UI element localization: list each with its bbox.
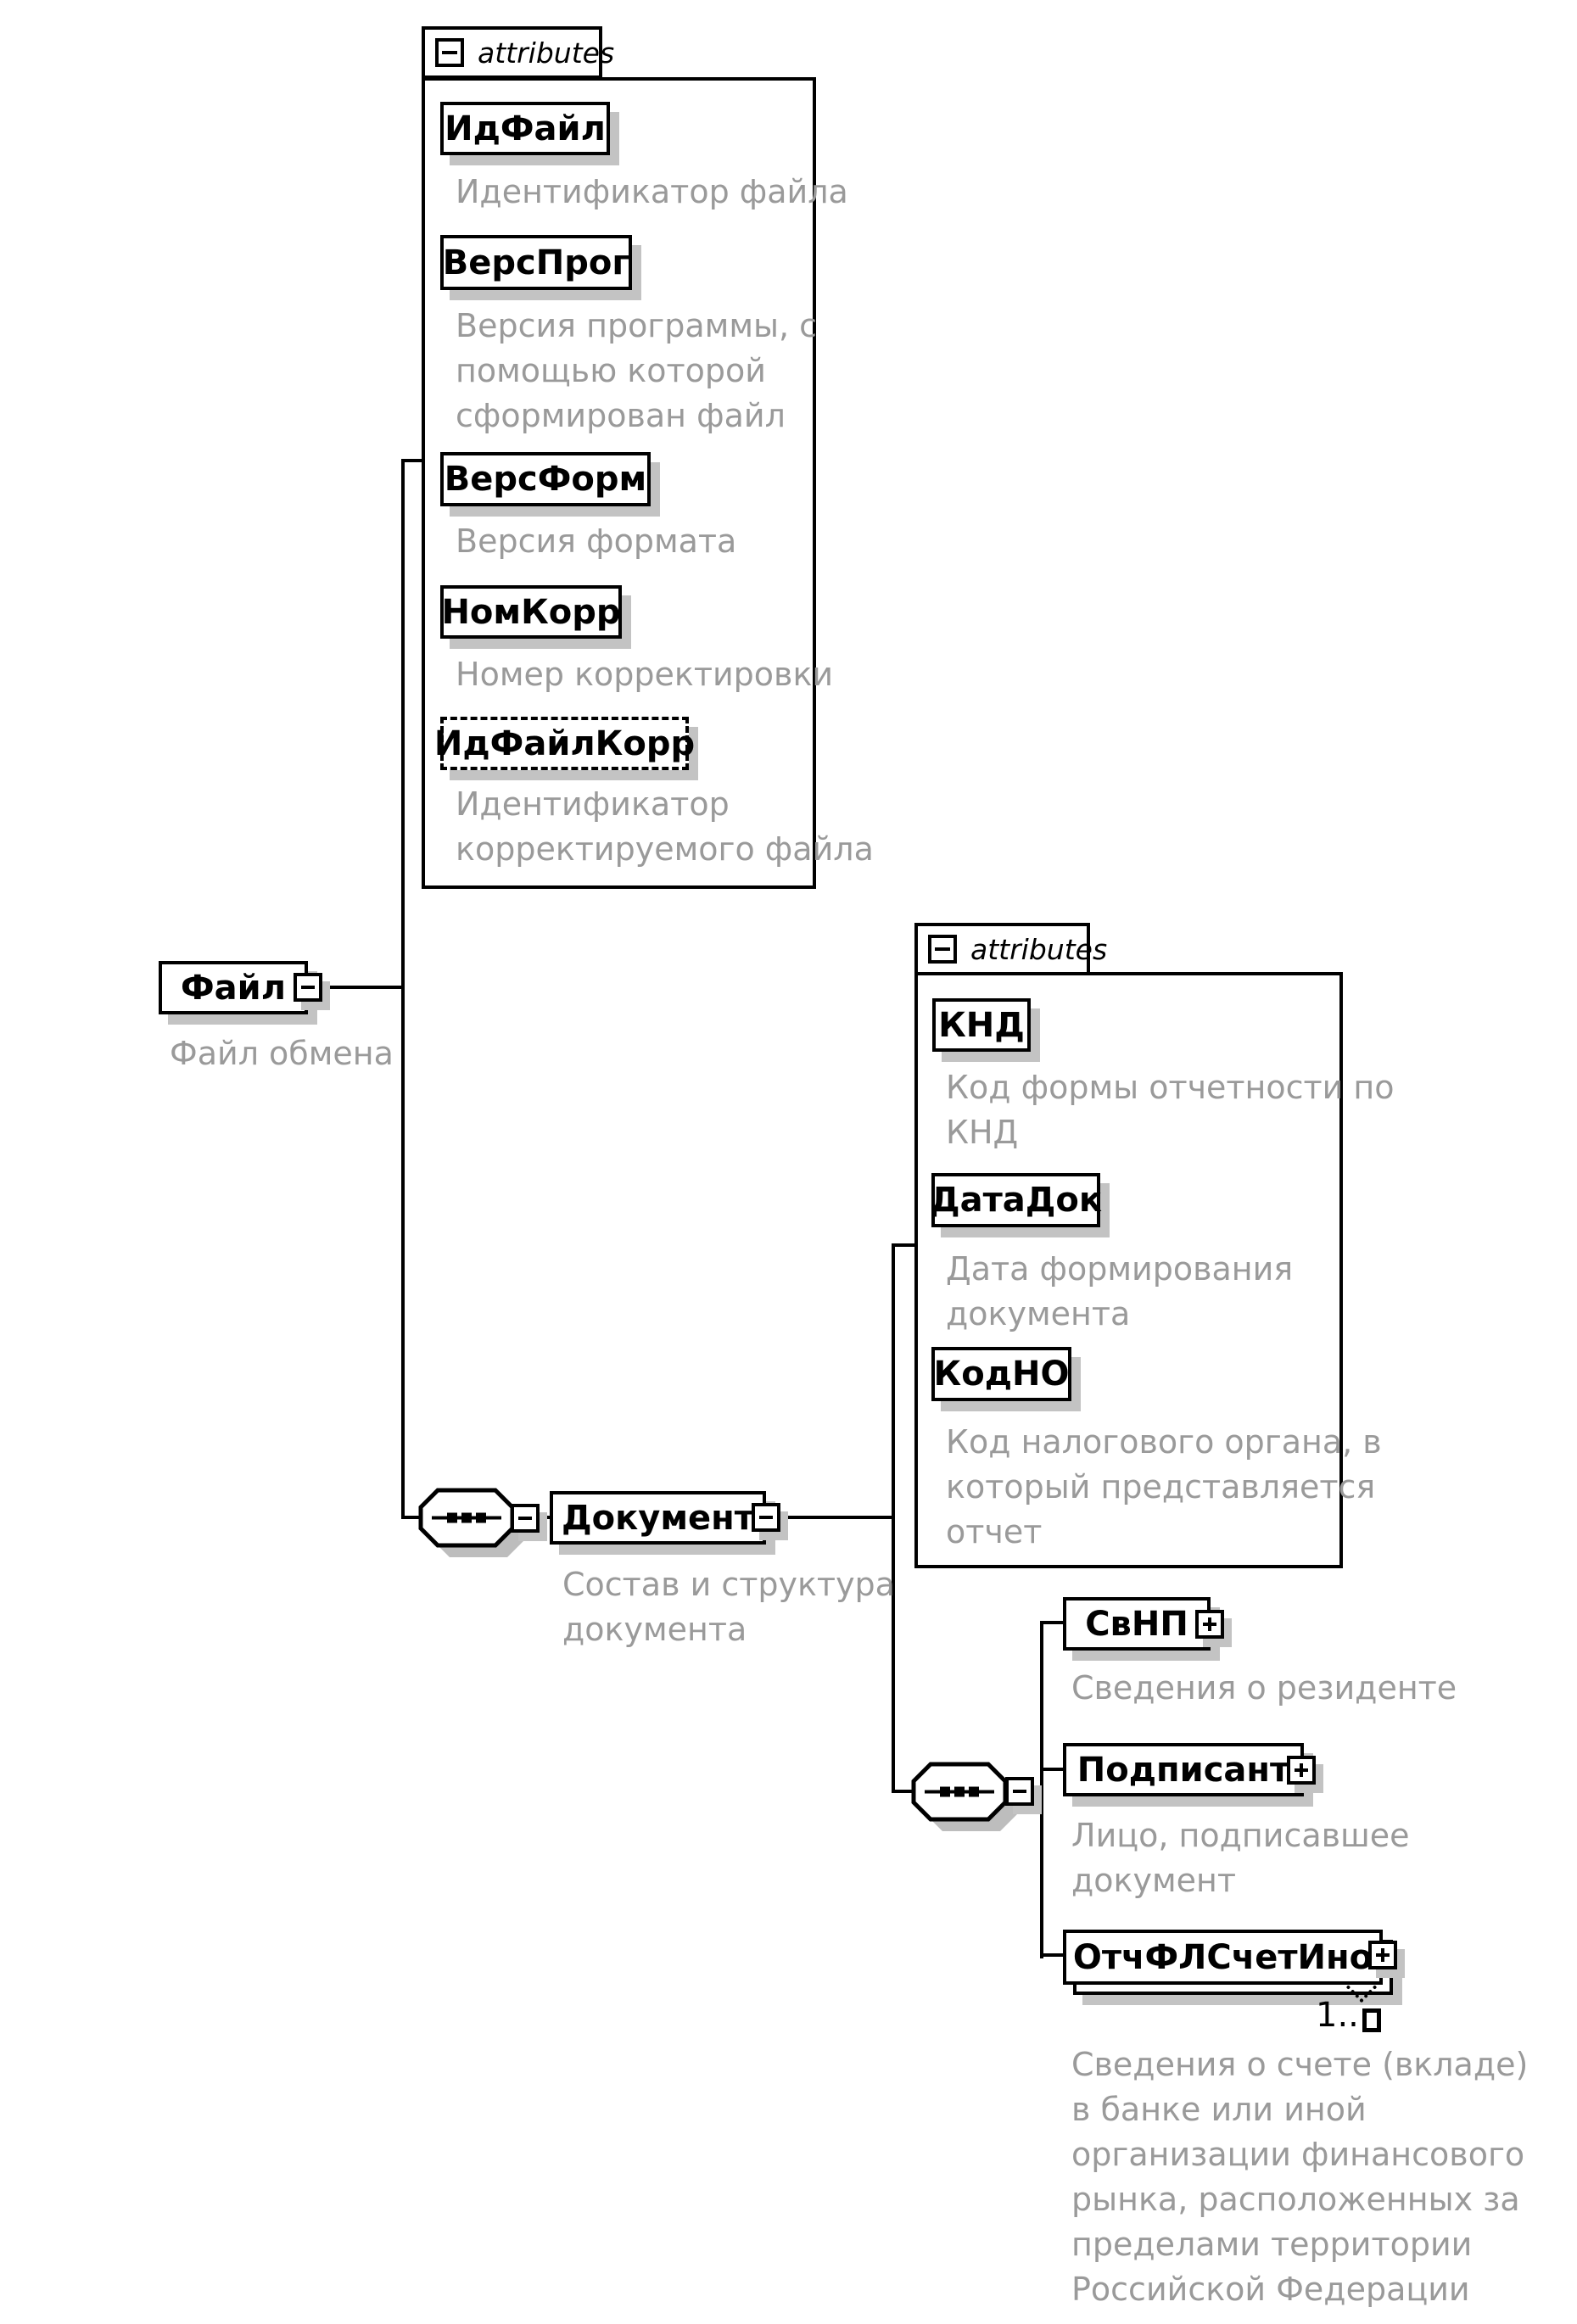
occurrence-text: 1.. [1316,1996,1359,2035]
attr-versform-annotation: Версия формата [456,522,737,560]
connector-elbow-sequence2 [892,1790,914,1793]
file-attributes-header: attributes [422,26,614,79]
attr-idfilekorr-annotation: Идентификатор корректируемого файла [456,785,874,868]
connector-document-trunk [781,1516,893,1519]
occurrence-infinity-box [1362,2008,1381,2032]
attributes-label: attributes [970,932,1108,966]
element-svnp-annotation: Сведения о резиденте [1071,1669,1457,1707]
attr-versform[interactable]: ВерсФорм [440,452,651,506]
document-attributes-panel [914,972,1343,1568]
element-file-label: Файл [181,968,286,1008]
element-otchflschetino-expand-toggle[interactable] [1368,1941,1397,1969]
attr-idfilekorr[interactable]: ИдФайлКорр [434,717,695,770]
attr-knd-label: КНД [938,1005,1025,1045]
element-otchflschetino-annotation: Сведения о счете (вкладе) в банке или ин… [1071,2046,1529,2308]
attr-nomkorr[interactable]: НомКорр [440,585,622,639]
connector-stub-file-attributes [401,459,425,462]
document-attributes-header: attributes [914,923,1107,975]
connector-stub-podpisant [1040,1768,1065,1771]
connector-trunk-document [892,1243,895,1793]
sequence2-collapse-toggle[interactable] [1005,1777,1034,1806]
connector-file-trunk [322,986,405,989]
element-document-collapse-toggle[interactable] [752,1503,780,1532]
connector-stub-document-attributes [892,1243,916,1247]
element-document-annotation: Состав и структура документа [562,1566,895,1648]
element-podpisant-annotation: Лицо, подписавшее документ [1071,1817,1410,1899]
connector-branch-trunk [1040,1621,1043,1958]
attr-datadok-label: ДатаДок [929,1181,1103,1220]
element-document-label: Документ [562,1498,754,1538]
attr-kodno-label: КодНО [933,1355,1070,1394]
element-podpisant[interactable]: Подписант [1063,1743,1304,1796]
element-file-annotation: Файл обмена [170,1035,394,1072]
element-file-collapse-toggle[interactable] [294,973,322,1002]
sequence1-collapse-toggle[interactable] [511,1504,540,1533]
sequence-icon [418,1488,524,1557]
connector-trunk-file [401,459,405,1519]
attr-idfile[interactable]: ИдФайл [440,102,610,155]
connector-stub-svnp [1040,1621,1065,1624]
connector-stub-otchflschetino [1040,1953,1065,1957]
element-svnp-label: СвНП [1085,1604,1188,1644]
sequence-icon [911,1762,1017,1831]
attr-kodno-annotation: Код налогового органа, в который предста… [946,1423,1382,1550]
connector-elbow-sequence1 [401,1516,422,1519]
connector-sequence2-branch [1033,1790,1043,1793]
element-document[interactable]: Документ [550,1491,766,1545]
attr-idfile-annotation: Идентификатор файла [456,173,848,210]
attr-versform-label: ВерсФорм [444,460,647,499]
attr-nomkorr-annotation: Номер корректировки [456,656,834,693]
attr-knd-annotation: Код формы отчетности по КНД [946,1069,1395,1151]
attr-idfile-label: ИдФайл [445,109,606,148]
element-podpisant-expand-toggle[interactable] [1287,1756,1316,1785]
element-file[interactable]: Файл [159,961,308,1014]
attr-datadok-annotation: Дата формирования документа [946,1250,1294,1332]
attr-kodno[interactable]: КодНО [931,1347,1071,1401]
attr-versprog-label: ВерсПрог [442,243,630,282]
element-otchflschetino[interactable]: ОтчФЛСчетИно [1063,1930,1383,1985]
attributes-label: attributes [478,36,615,70]
attr-versprog[interactable]: ВерсПрог [440,235,632,290]
connector-sequence1-document [538,1516,553,1519]
collapse-icon[interactable] [435,38,464,67]
attr-versprog-annotation: Версия программы, с помощью которой сфор… [456,307,818,434]
attr-nomkorr-label: НомКорр [441,592,621,632]
attr-knd[interactable]: КНД [932,998,1031,1052]
element-svnp[interactable]: СвНП [1063,1597,1211,1651]
attr-datadok[interactable]: ДатаДок [929,1173,1103,1227]
occurrence-label: 1.. [1316,1998,1381,2032]
collapse-icon[interactable] [928,935,957,964]
element-podpisant-label: Подписант [1076,1750,1290,1790]
attr-idfilekorr-label: ИдФайлКорр [433,723,696,763]
element-svnp-expand-toggle[interactable] [1195,1610,1224,1639]
element-otchflschetino-label: ОтчФЛСчетИно [1072,1937,1373,1977]
